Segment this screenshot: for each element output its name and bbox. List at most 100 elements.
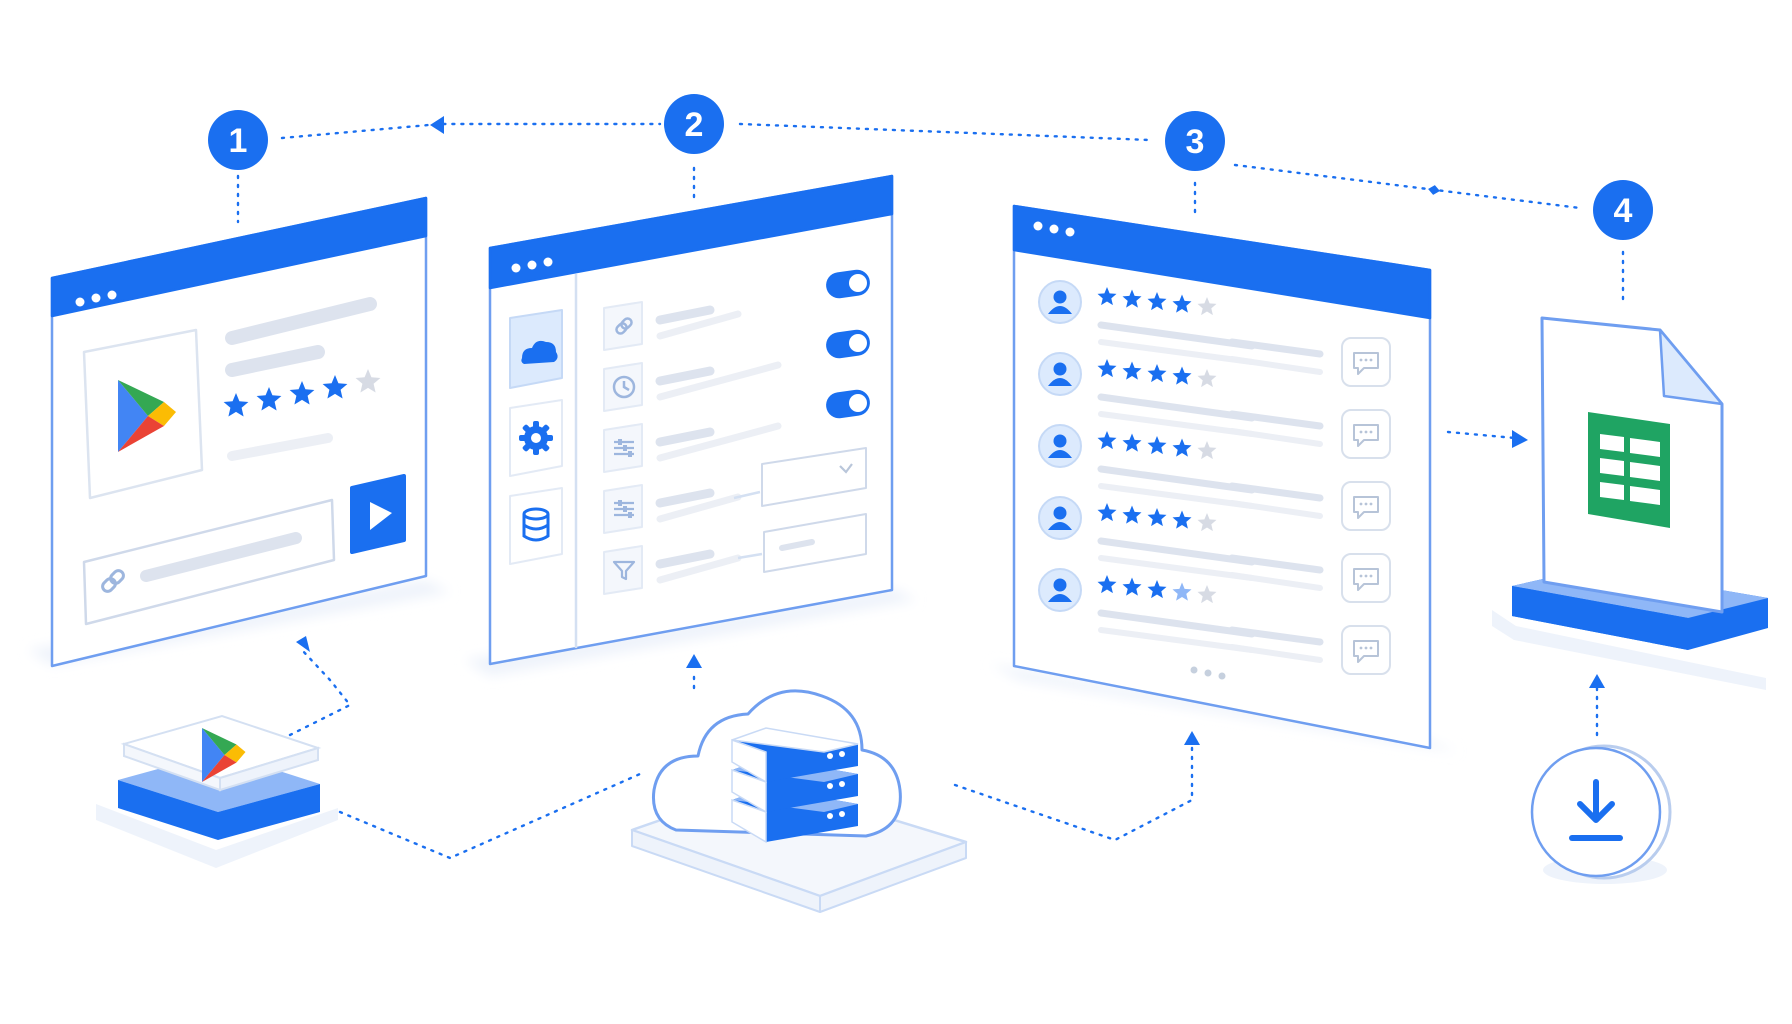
google-play-logo (118, 380, 176, 452)
review-4-star-3 (1147, 508, 1167, 527)
review-4-star-5 (1197, 513, 1217, 532)
comment-icon[interactable] (1341, 481, 1391, 531)
review-1-star-3 (1147, 292, 1167, 311)
window-controls (1033, 221, 1075, 237)
clock-icon (612, 375, 636, 399)
sidebar-item-cloud[interactable] (509, 309, 563, 389)
review-1-star-4 (1172, 294, 1192, 313)
review-3-star-3 (1147, 436, 1167, 455)
review-list (1038, 280, 1391, 675)
review-4-star-2 (1122, 505, 1142, 524)
app-rating-star-1 (223, 393, 249, 417)
text-input[interactable] (763, 513, 867, 573)
comment-icon[interactable] (1341, 625, 1391, 675)
review-2-star-5 (1197, 369, 1217, 388)
config-row-2 (603, 328, 871, 412)
download-icon (1569, 779, 1623, 841)
arrow-to-panel1 (296, 636, 310, 652)
arrow-to-step2 (430, 116, 444, 134)
sidebar-item-settings[interactable] (509, 399, 563, 477)
step-number-2: 2 (685, 106, 704, 144)
toggle-switch[interactable] (824, 328, 871, 360)
server-unit-1 (731, 727, 859, 784)
arrow-to-panel2 (686, 654, 702, 668)
config-row-5 (603, 513, 867, 595)
database-icon (522, 507, 550, 542)
step-number-1: 1 (229, 122, 248, 160)
step-number-3: 3 (1186, 123, 1205, 161)
connector-2-3 (738, 122, 1152, 142)
toggle-switch[interactable] (824, 268, 871, 300)
review-4-star-1 (1097, 503, 1117, 522)
google-play-tile (96, 714, 338, 868)
window-titlebar (488, 174, 894, 290)
link-icon (615, 317, 633, 335)
config-row-3 (603, 388, 871, 473)
google-sheets-icon (1588, 412, 1670, 528)
config-rows (603, 268, 871, 595)
comment-icon[interactable] (1341, 409, 1391, 459)
link-icon (101, 569, 125, 593)
app-rating-star-4 (322, 375, 348, 399)
window-titlebar (1012, 204, 1432, 320)
sidebar (509, 309, 563, 565)
google-play-logo (202, 728, 246, 782)
cloud-icon (521, 340, 558, 364)
review-2-star-2 (1122, 361, 1142, 380)
panel-reviews (990, 204, 1458, 752)
user-avatar-icon (1038, 352, 1082, 396)
connector-arrowheads (296, 116, 1605, 745)
connector-play-to-cloud (338, 772, 642, 860)
sidebar-item-database[interactable] (509, 487, 563, 565)
review-5-star-5 (1197, 585, 1217, 604)
review-1-star-2 (1122, 289, 1142, 308)
sliders-icon (614, 439, 634, 457)
download-button[interactable] (1530, 744, 1672, 884)
review-2-star-4 (1172, 366, 1192, 385)
url-input-field[interactable] (82, 498, 336, 626)
review-2-star-3 (1147, 364, 1167, 383)
gear-icon (519, 421, 553, 455)
user-avatar-icon (1038, 424, 1082, 468)
config-row-4 (603, 447, 867, 534)
app-rating-star-3 (289, 381, 315, 405)
step-badge-1: 1 (208, 110, 268, 170)
chevron-down-icon (839, 463, 853, 474)
comment-icon[interactable] (1341, 553, 1391, 603)
step-badge-2: 2 (664, 94, 724, 154)
step-number-4: 4 (1614, 192, 1633, 230)
connectors (236, 122, 1625, 860)
review-2-star-1 (1097, 359, 1117, 378)
arrow-to-panel3 (1184, 731, 1200, 745)
config-row-1 (603, 268, 871, 351)
review-3-star-2 (1122, 433, 1142, 452)
review-3-star-5 (1197, 441, 1217, 460)
spreadsheet-export (1492, 316, 1768, 884)
sliders-icon (614, 500, 634, 518)
window-controls (75, 290, 117, 307)
review-4-star-4 (1172, 510, 1192, 529)
play-button-icon[interactable] (350, 474, 406, 554)
panel-app-input (28, 196, 450, 668)
arrow-download-up (1589, 674, 1605, 688)
comment-icon[interactable] (1341, 337, 1391, 387)
review-1-star-5 (1197, 297, 1217, 316)
panel-configuration (465, 174, 916, 676)
dropdown-select[interactable] (761, 447, 867, 507)
toggle-switch[interactable] (824, 388, 871, 420)
filter-icon (612, 560, 636, 581)
review-3-star-4 (1172, 438, 1192, 457)
window-titlebar (50, 196, 428, 318)
review-5-star-4 (1172, 582, 1192, 601)
user-avatar-icon (1038, 496, 1082, 540)
connector-play-to-panel1 (288, 648, 352, 737)
step-badge-3: 3 (1165, 111, 1225, 171)
cloud-server (630, 689, 968, 913)
review-1-star-1 (1097, 287, 1117, 306)
review-3-star-1 (1097, 431, 1117, 450)
spreadsheet-file (1540, 316, 1724, 614)
diamond-marker (1428, 185, 1440, 195)
connector-cloud-to-panel3 (953, 743, 1194, 842)
app-rating-stars (223, 369, 381, 417)
